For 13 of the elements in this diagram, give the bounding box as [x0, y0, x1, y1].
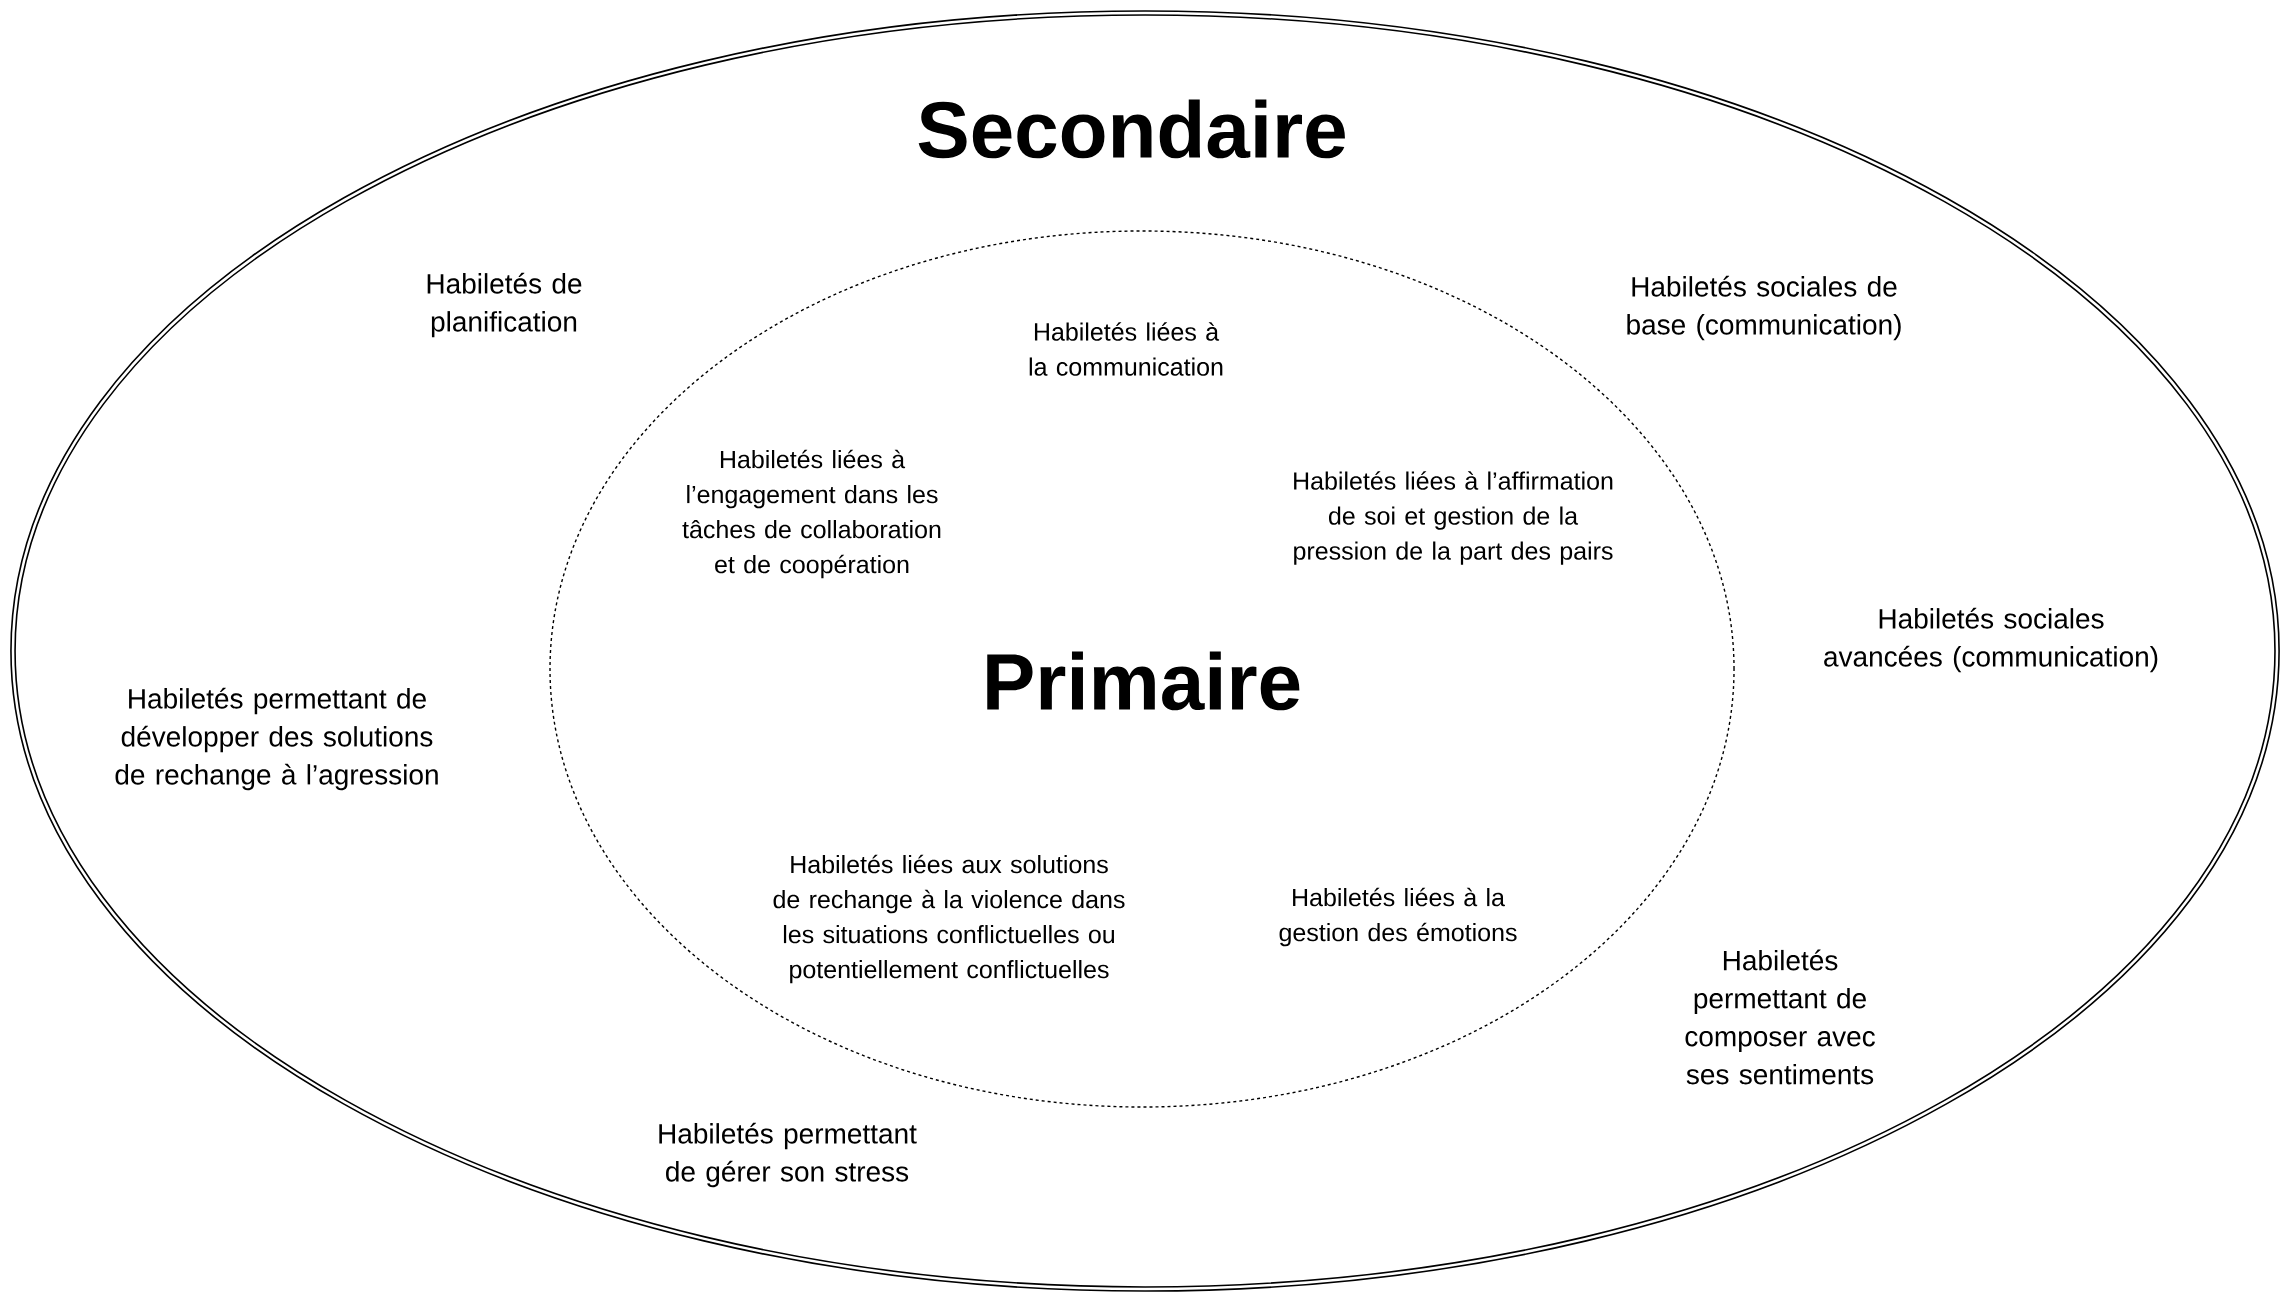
- skill-text: Habiletés permettant de gérer son stress: [659, 1122, 917, 1188]
- skill-text: Habiletés sociales avancées (communication): [1824, 607, 2158, 673]
- skill-text: Habiletés permettant de composer avec ses sentiments: [1685, 949, 1875, 1085]
- skill-text: Habiletés liées aux solutions de rechange à la violence dans les situations conflictuelles ou potentiellement conflictuelles: [773, 854, 1125, 984]
- skill-text: Habiletés liées à l’engagement dans les tâches de collaboration et de coopération: [682, 449, 941, 579]
- skill-text: Habiletés liées à la communication: [1029, 322, 1223, 376]
- skill-text: Habiletés liées à la gestion des émotions: [1279, 887, 1517, 947]
- skill-text: Habiletés de planification: [427, 272, 582, 338]
- skill-text: Habiletés sociales de base (communication): [1627, 275, 1901, 341]
- skill-text: Habiletés permettant de développer des solutions de rechange à l’agression: [115, 687, 438, 791]
- skill-text: Habiletés liées à l’affirmation de soi et gestion de la pression de la part des pairs: [1294, 471, 1613, 565]
- title: Secondaire: [918, 99, 1345, 159]
- title: Primaire: [987, 651, 1300, 711]
